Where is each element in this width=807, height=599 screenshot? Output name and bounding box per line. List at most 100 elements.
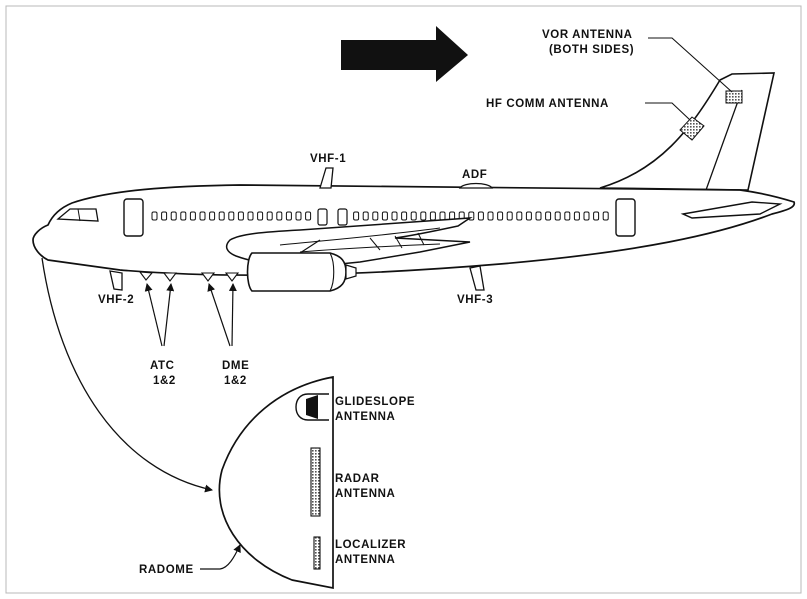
cockpit-window <box>56 208 99 222</box>
radome-label: RADOME <box>139 564 194 576</box>
passenger-window <box>410 211 417 221</box>
passenger-window <box>381 211 388 221</box>
passenger-window <box>161 211 168 221</box>
dme1-pointer <box>207 283 231 347</box>
hf-comm-antenna <box>679 116 705 141</box>
vhf1-antenna <box>319 167 334 189</box>
passenger-window <box>199 211 206 221</box>
passenger-window <box>516 211 523 221</box>
vor-leader-line <box>648 37 733 93</box>
hf-comm-leader-line <box>645 102 691 121</box>
passenger-window <box>602 211 609 221</box>
vor-label-line2: (BOTH SIDES) <box>549 44 634 56</box>
passenger-window <box>362 211 369 221</box>
passenger-window <box>391 211 398 221</box>
passenger-window <box>506 211 513 221</box>
engine-pylon <box>299 239 321 254</box>
passenger-window <box>545 211 552 221</box>
passenger-window <box>420 211 427 221</box>
passenger-window <box>237 211 244 221</box>
frame-border <box>5 5 802 594</box>
passenger-window <box>583 211 590 221</box>
vhf1-label: VHF-1 <box>310 153 346 165</box>
radome-pointer <box>200 544 241 570</box>
passenger-window <box>276 211 283 221</box>
passenger-window <box>189 211 196 221</box>
passenger-window <box>497 211 504 221</box>
radome-callout-curve <box>41 257 213 493</box>
overwing-exit <box>317 208 328 226</box>
passenger-window <box>295 211 302 221</box>
forward-door <box>123 198 144 237</box>
passenger-window <box>535 211 542 221</box>
glideslope-element-icon <box>306 395 318 419</box>
passenger-window <box>285 211 292 221</box>
localizer-label-line1: LOCALIZER <box>335 539 406 551</box>
hf-comm-label: HF COMM ANTENNA <box>486 98 609 110</box>
passenger-window <box>593 211 600 221</box>
localizer-antenna <box>313 536 321 570</box>
atc1-pointer <box>144 283 163 347</box>
passenger-window <box>401 211 408 221</box>
adf-antenna <box>458 182 494 189</box>
glideslope-label-line1: GLIDESLOPE <box>335 396 415 408</box>
passenger-window <box>170 211 177 221</box>
wing-flap-line <box>279 227 441 246</box>
engine-nacelle <box>246 252 347 292</box>
horizontal-stabilizer <box>680 201 783 219</box>
passenger-window <box>209 211 216 221</box>
dme1-antenna <box>200 272 216 282</box>
passenger-window <box>439 211 446 221</box>
atc-label-line1: ATC <box>150 360 175 372</box>
passenger-window <box>305 211 312 221</box>
passenger-window <box>151 211 158 221</box>
vhf2-label: VHF-2 <box>98 294 134 306</box>
cockpit-window-divider <box>77 208 81 222</box>
passenger-window <box>218 211 225 221</box>
passenger-window <box>554 211 561 221</box>
aft-door <box>615 198 636 237</box>
dme-label-line1: DME <box>222 360 249 372</box>
vhf3-antenna <box>469 265 485 291</box>
radar-antenna <box>310 447 321 517</box>
atc-label-line2: 1&2 <box>153 375 176 387</box>
radome-detail <box>218 375 334 590</box>
engine-fan-line <box>329 252 335 292</box>
passenger-window <box>487 211 494 221</box>
direction-arrow-icon <box>341 26 468 82</box>
passenger-window <box>564 211 571 221</box>
passenger-window <box>228 211 235 221</box>
vor-antenna <box>725 90 743 104</box>
passenger-window <box>525 211 532 221</box>
passenger-window <box>429 211 436 221</box>
vor-label-line1: VOR ANTENNA <box>542 29 633 41</box>
vhf2-antenna <box>109 270 123 291</box>
localizer-label-line2: ANTENNA <box>335 554 395 566</box>
passenger-window <box>247 211 254 221</box>
tail-rudder-line <box>705 89 743 191</box>
overwing-exit <box>337 208 348 226</box>
passenger-window <box>353 211 360 221</box>
flap-track-fairings <box>369 232 425 251</box>
adf-label: ADF <box>462 169 487 181</box>
dme-label-line2: 1&2 <box>224 375 247 387</box>
passenger-window <box>266 211 273 221</box>
dme2-antenna <box>224 272 240 282</box>
passenger-window <box>180 211 187 221</box>
passenger-window <box>477 211 484 221</box>
passenger-window <box>573 211 580 221</box>
passenger-window <box>372 211 379 221</box>
radar-label-line2: ANTENNA <box>335 488 395 500</box>
atc1-antenna <box>138 271 154 281</box>
passenger-windows <box>151 211 609 221</box>
engine-exhaust <box>345 264 357 280</box>
atc2-pointer <box>163 283 175 347</box>
atc2-antenna <box>162 272 178 282</box>
vhf3-label: VHF-3 <box>457 294 493 306</box>
passenger-window <box>257 211 264 221</box>
glideslope-label-line2: ANTENNA <box>335 411 395 423</box>
dme2-pointer <box>228 283 237 347</box>
radar-label-line1: RADAR <box>335 473 380 485</box>
